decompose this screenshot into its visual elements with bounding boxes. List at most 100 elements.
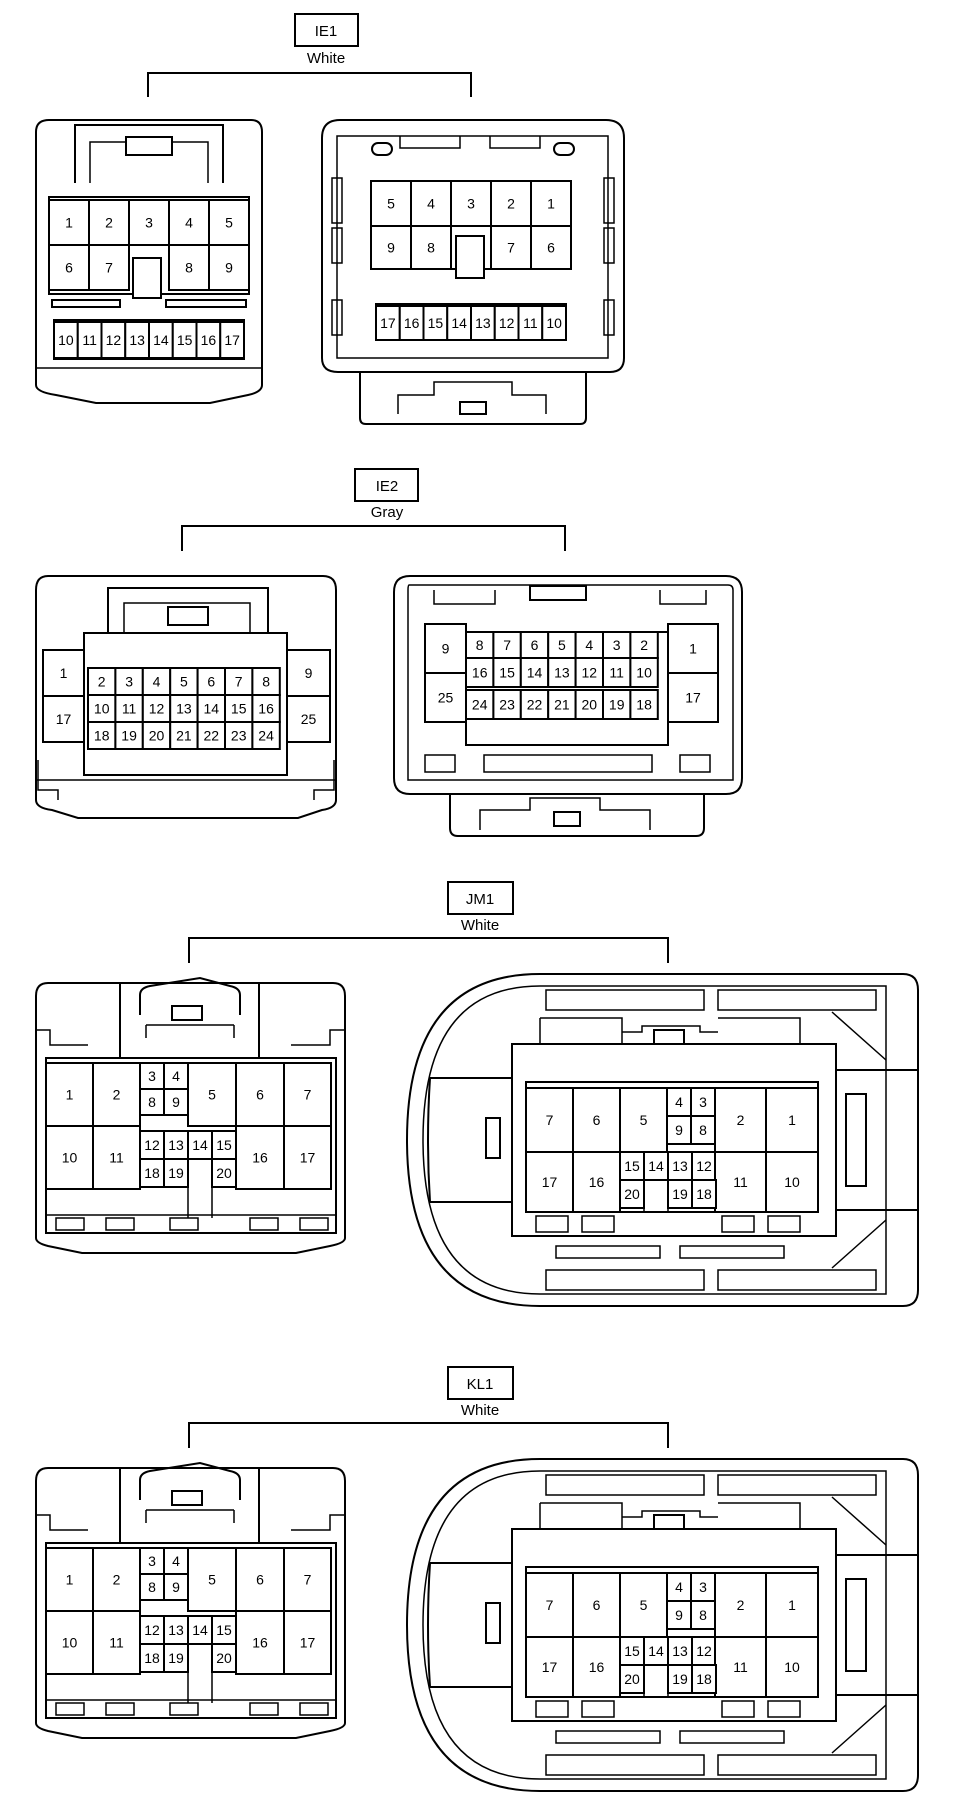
housing-detail bbox=[145, 1024, 235, 1038]
pin-cavity bbox=[128, 199, 170, 246]
pin-cavity bbox=[530, 180, 572, 227]
pin-cavity bbox=[619, 1572, 668, 1638]
pin-number: 10 bbox=[784, 1174, 800, 1190]
pin-number: 14 bbox=[527, 665, 543, 681]
lock-slot bbox=[455, 235, 485, 279]
housing-rail bbox=[717, 989, 877, 1011]
pin-number: 15 bbox=[428, 315, 444, 331]
pin-number: 4 bbox=[172, 1553, 180, 1569]
pin-number: 11 bbox=[523, 315, 538, 331]
pin-number: 12 bbox=[499, 315, 515, 331]
housing-outline bbox=[35, 1467, 346, 1739]
pin-number: 2 bbox=[640, 637, 648, 653]
housing-rail bbox=[545, 1754, 705, 1776]
pin-number: 9 bbox=[225, 260, 233, 276]
pin-cavity bbox=[765, 1636, 819, 1698]
pin-cavity bbox=[45, 1610, 94, 1675]
pin-number: 13 bbox=[475, 315, 491, 331]
housing-rib bbox=[581, 1700, 615, 1718]
pin-cavity bbox=[492, 689, 522, 720]
housing-rib bbox=[555, 1245, 661, 1259]
pin-number: 15 bbox=[216, 1137, 232, 1153]
pin-number: 16 bbox=[589, 1174, 605, 1190]
pin-number: 1 bbox=[60, 665, 68, 681]
pin-number: 3 bbox=[699, 1579, 707, 1595]
pin-number: 5 bbox=[208, 1087, 216, 1103]
pin-number: 24 bbox=[472, 697, 488, 713]
pin-number: 6 bbox=[207, 674, 215, 690]
pin-number: 2 bbox=[98, 674, 106, 690]
pin-cavity bbox=[602, 657, 632, 688]
connector-ie2-color: Gray bbox=[371, 504, 404, 521]
pin-number: 5 bbox=[208, 1572, 216, 1588]
pin-number: 15 bbox=[216, 1622, 232, 1638]
connector-ie1-code: IE1 bbox=[315, 23, 338, 40]
pin-cavity bbox=[490, 225, 532, 270]
latch bbox=[653, 1029, 685, 1045]
pin-cavity bbox=[87, 721, 117, 750]
pin-number: 10 bbox=[636, 665, 652, 681]
housing-outline bbox=[139, 976, 241, 1015]
pin-cavity bbox=[547, 689, 577, 720]
pin-cavity bbox=[765, 1151, 819, 1213]
pin-number: 6 bbox=[256, 1087, 264, 1103]
pin-cavity bbox=[42, 695, 85, 743]
pin-cavity bbox=[114, 667, 144, 696]
housing-rib bbox=[721, 1700, 755, 1718]
pin-number: 1 bbox=[788, 1112, 796, 1128]
pin-number: 17 bbox=[542, 1659, 558, 1675]
pin-number: 8 bbox=[427, 240, 435, 256]
pin-number: 10 bbox=[62, 1150, 78, 1166]
pin-number: 12 bbox=[106, 332, 122, 348]
pin-number: 1 bbox=[65, 215, 73, 231]
housing-rib bbox=[249, 1702, 279, 1716]
latch-window bbox=[485, 1117, 501, 1159]
pin-cavity bbox=[187, 1615, 213, 1645]
pin-number: 17 bbox=[685, 690, 701, 706]
pin-number: 15 bbox=[624, 1643, 640, 1659]
housing-detail bbox=[422, 985, 887, 1295]
pin-cavity bbox=[163, 1158, 189, 1188]
pin-number: 18 bbox=[696, 1671, 712, 1687]
connector-jm1-code: JM1 bbox=[466, 891, 494, 908]
connector-ie1-color: White bbox=[307, 50, 345, 67]
pin-cavity bbox=[283, 1610, 332, 1675]
pin-cavity bbox=[163, 1643, 189, 1673]
housing-outline bbox=[35, 982, 346, 1254]
pin-cavity bbox=[370, 225, 412, 270]
pin-number: 21 bbox=[554, 697, 570, 713]
latch-window bbox=[485, 1602, 501, 1644]
pin-cavity bbox=[48, 199, 90, 246]
pin-number: 14 bbox=[648, 1158, 664, 1174]
pin-number: 8 bbox=[148, 1579, 156, 1595]
pin-cavity bbox=[629, 689, 659, 720]
pin-cavity bbox=[139, 1062, 165, 1090]
pin-number: 4 bbox=[675, 1579, 683, 1595]
pin-cavity bbox=[572, 1572, 621, 1638]
pin-cavity bbox=[602, 689, 632, 720]
housing-outline bbox=[405, 1458, 919, 1792]
housing-rail bbox=[545, 1474, 705, 1496]
housing-rail bbox=[717, 1269, 877, 1291]
pin-number: 19 bbox=[672, 1186, 688, 1202]
housing-detail bbox=[622, 1025, 718, 1033]
pin-number: 7 bbox=[503, 637, 511, 653]
pin-number: 20 bbox=[216, 1650, 232, 1666]
lever bbox=[845, 1578, 867, 1672]
pin-cavity bbox=[525, 1151, 574, 1213]
pin-cavity bbox=[691, 1179, 717, 1209]
pin-number: 13 bbox=[129, 332, 145, 348]
pin-number: 23 bbox=[499, 697, 515, 713]
pin-number: 7 bbox=[546, 1112, 554, 1128]
pin-cavity bbox=[211, 1158, 237, 1188]
latch bbox=[653, 1514, 685, 1530]
pin-number: 18 bbox=[636, 697, 652, 713]
pin-number: 8 bbox=[185, 260, 193, 276]
housing-rib bbox=[55, 1217, 85, 1231]
pin-number: 19 bbox=[121, 728, 137, 744]
housing-rib bbox=[679, 1730, 785, 1744]
latch bbox=[171, 1490, 203, 1506]
pin-number: 10 bbox=[94, 701, 110, 717]
housing-detail bbox=[36, 1514, 345, 1531]
